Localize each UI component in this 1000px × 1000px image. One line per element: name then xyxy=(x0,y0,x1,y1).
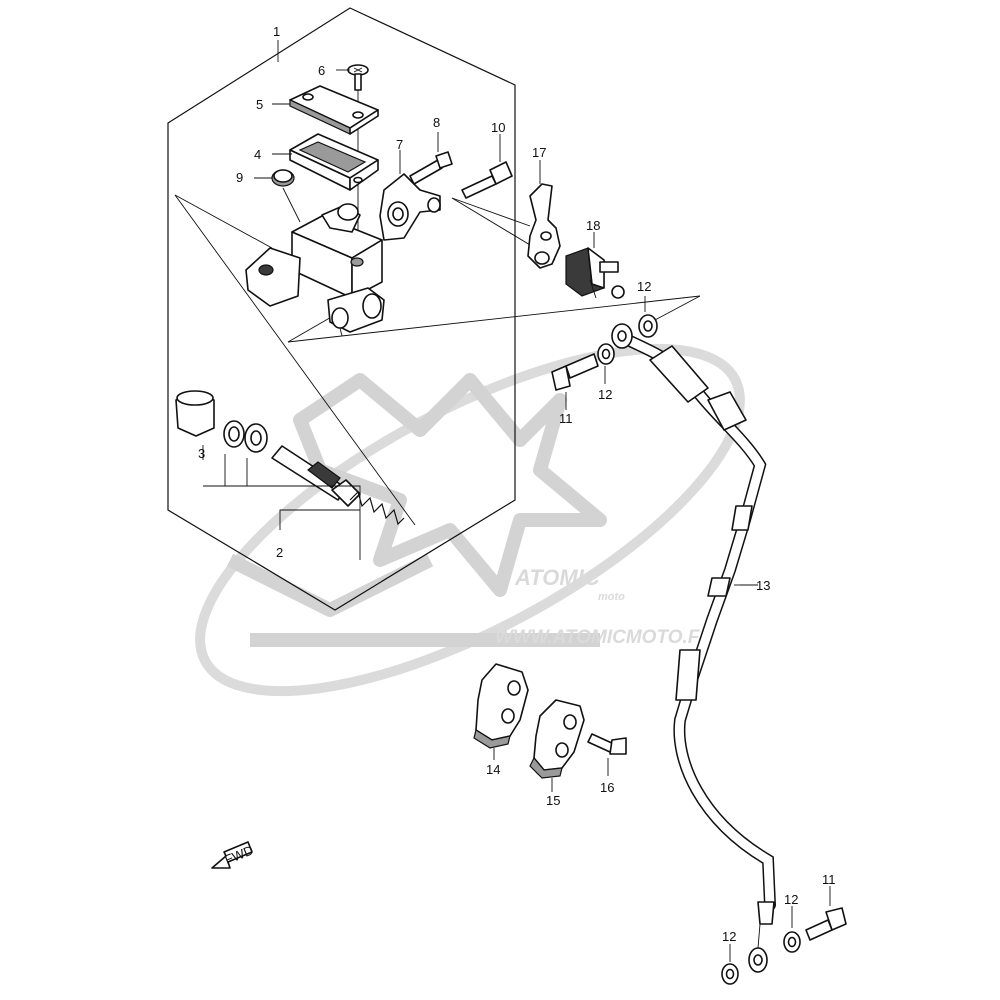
banjo-bolt-part-11-lower xyxy=(805,886,847,941)
watermark-url: WWW.ATOMICMOTO.FR xyxy=(495,627,713,648)
clutch-hose-part-13 xyxy=(611,323,776,973)
label-part-5: 5 xyxy=(256,97,263,112)
sight-glass-part-9 xyxy=(271,169,301,223)
label-part-8: 8 xyxy=(433,115,440,130)
lever-part-17 xyxy=(527,160,561,269)
clamp-part-7 xyxy=(379,150,441,241)
label-part-12-lower-right: 12 xyxy=(784,892,798,907)
guide-lines xyxy=(174,194,701,526)
diaphragm-part-4 xyxy=(289,133,379,191)
label-part-1: 1 xyxy=(273,24,280,39)
label-part-11-lower: 11 xyxy=(822,872,836,887)
leader-lines xyxy=(254,69,750,586)
washer-part-12-lower-left xyxy=(721,944,739,985)
part-labels: 1 2 3 4 5 6 7 8 9 10 11 11 12 12 12 12 1… xyxy=(198,24,836,944)
label-part-12-lower-left: 12 xyxy=(722,929,736,944)
label-part-7: 7 xyxy=(396,137,403,152)
fwd-label: FWD xyxy=(222,842,255,867)
piston-kit xyxy=(175,390,405,560)
label-part-18: 18 xyxy=(586,218,600,233)
cover-part-14 xyxy=(473,663,529,760)
label-part-12-mid: 12 xyxy=(598,387,612,402)
washer-part-12-upper xyxy=(638,296,658,338)
watermark-brand: ATOMIC xyxy=(514,565,601,590)
washer-part-12-mid xyxy=(597,343,615,384)
cover-part-15 xyxy=(529,699,585,792)
label-part-17: 17 xyxy=(532,145,546,160)
label-part-6: 6 xyxy=(318,63,325,78)
label-part-9: 9 xyxy=(236,170,243,185)
label-part-2: 2 xyxy=(276,545,283,560)
label-part-10: 10 xyxy=(491,120,505,135)
assembly-frame xyxy=(167,7,516,611)
watermark-sub: moto xyxy=(598,591,625,603)
label-part-14: 14 xyxy=(486,762,500,777)
reservoir-cap-part-5 xyxy=(289,85,379,135)
label-part-13: 13 xyxy=(756,578,770,593)
master-cylinder-body xyxy=(245,203,385,337)
label-part-4: 4 xyxy=(254,147,261,162)
washer-part-12-lower-right xyxy=(783,906,801,953)
label-part-12-upper: 12 xyxy=(637,279,651,294)
bolt-part-16 xyxy=(587,733,627,776)
label-part-3: 3 xyxy=(198,446,205,461)
label-part-15: 15 xyxy=(546,793,560,808)
label-part-11-upper: 11 xyxy=(559,411,573,426)
banjo-bolt-part-11-upper xyxy=(551,353,599,410)
watermark-logo: ATOMIC moto WWW.ATOMICMOTO.FR xyxy=(195,343,745,697)
label-part-16: 16 xyxy=(600,780,614,795)
fwd-arrow-icon: FWD xyxy=(211,841,255,869)
bolt-part-10 xyxy=(461,134,513,199)
bolt-part-8 xyxy=(409,132,453,185)
switch-part-18 xyxy=(565,232,625,299)
